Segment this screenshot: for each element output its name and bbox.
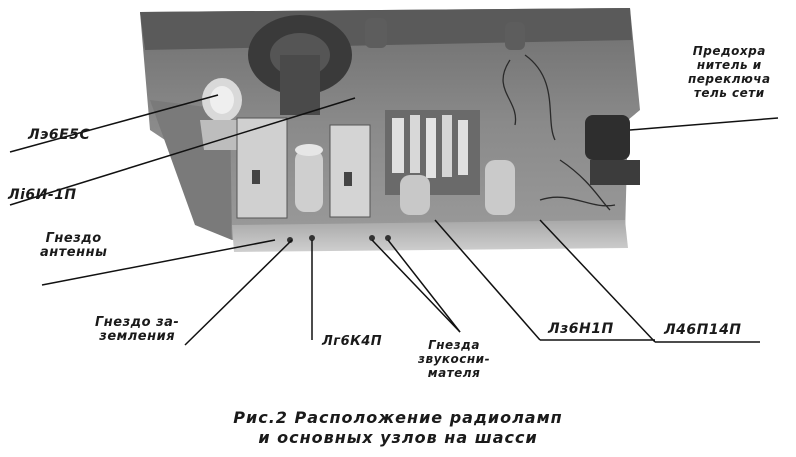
- label-l6i1p: Лi6И-1П: [8, 187, 77, 203]
- label-l6n1p: Лз6Н1П: [548, 321, 614, 337]
- label-fuse-switch: Предохра нитель и переключа тель сети: [688, 44, 771, 100]
- tuning-capacitor: [248, 15, 352, 115]
- figure-caption-line2: и основных узлов на шасси: [258, 428, 538, 447]
- fuse-switch: [585, 115, 640, 185]
- label-l6k4p: Лг6К4П: [322, 334, 383, 349]
- lamp-6p14p: [485, 160, 515, 215]
- figure-caption-line1: Рис.2 Расположение радиоламп: [233, 408, 563, 427]
- lamp-6k4p: [295, 144, 323, 212]
- leader-lines: [9, 94, 779, 346]
- label-l6e5s: Лэ6Е5С: [28, 127, 91, 143]
- lamp-6n1p: [400, 175, 430, 215]
- label-l6p14p: Л46П14П: [664, 322, 742, 338]
- label-antenna-socket: Гнездо антенны: [40, 231, 108, 260]
- label-ground-socket: Гнездо за- земления: [95, 315, 180, 344]
- label-sound-socket: Гнезда звукосни- мателя: [418, 338, 491, 380]
- if-transformers: [236, 117, 371, 219]
- top-tubes: [365, 18, 525, 50]
- resistor-block: [385, 110, 480, 195]
- wiring: [502, 54, 616, 211]
